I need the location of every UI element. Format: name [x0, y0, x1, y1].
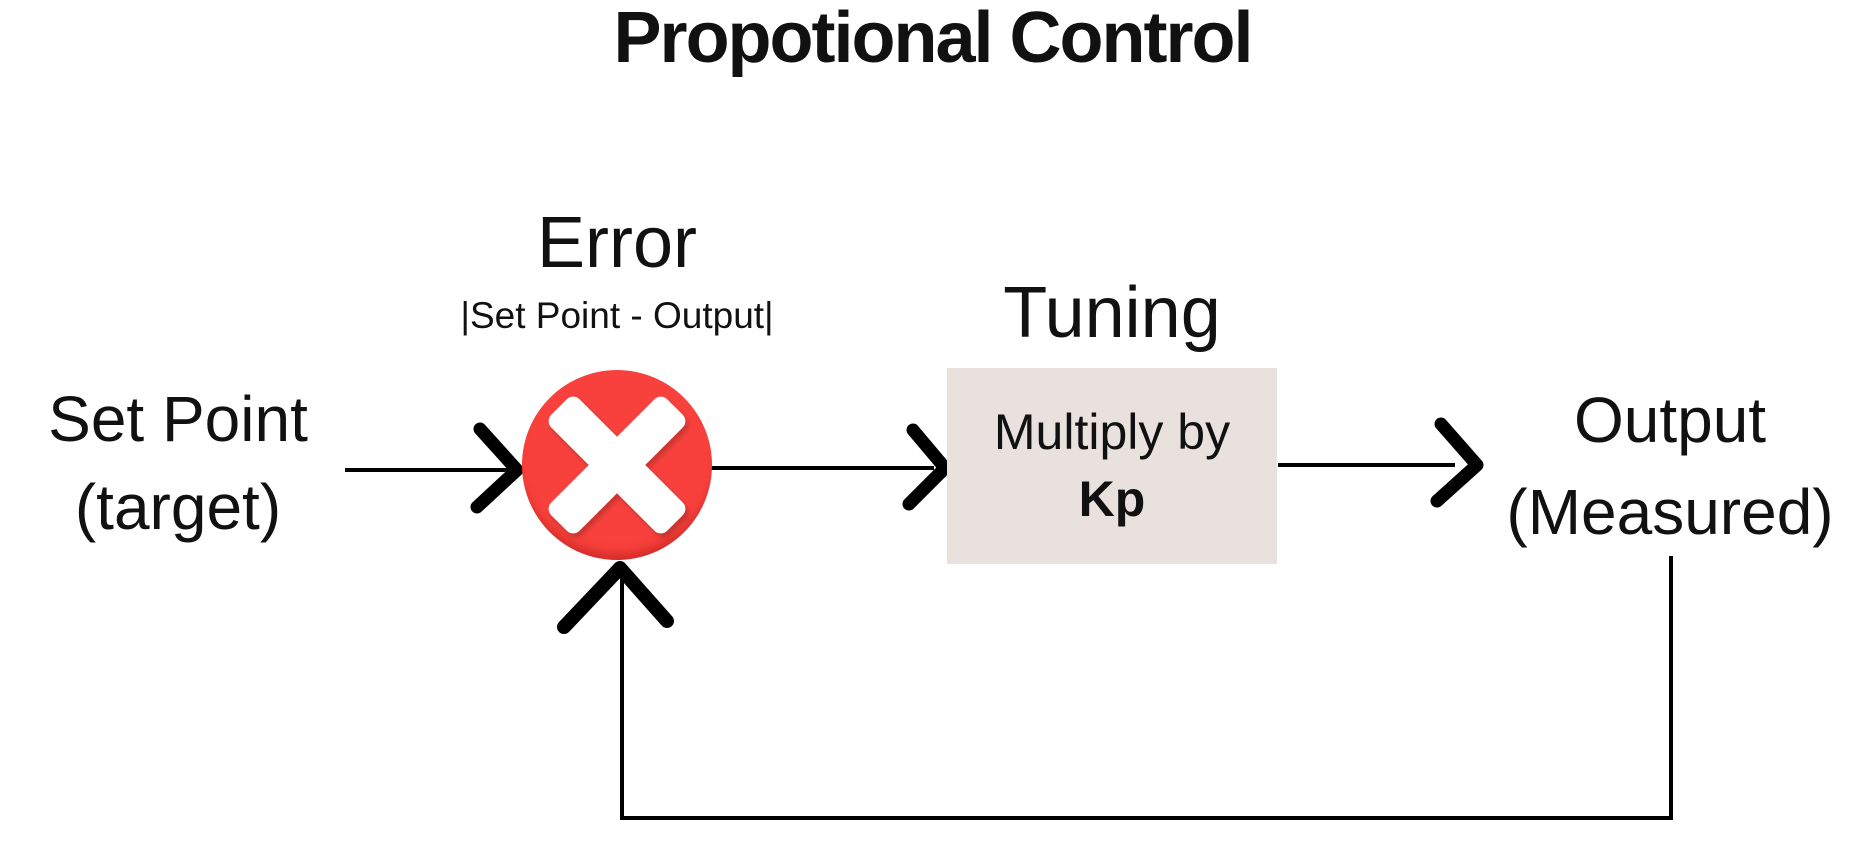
- error-label: Error: [537, 203, 697, 283]
- error-summation-node: [522, 370, 712, 560]
- arrow-error-to-tuning-head: [902, 423, 952, 511]
- set-point-subtitle: (target): [74, 471, 282, 544]
- cross-mark-icon: [522, 370, 712, 560]
- tuning-box-line1: Multiply by: [993, 403, 1231, 460]
- set-point-title: Set Point: [48, 383, 308, 455]
- feedback-arrow-up-head: [557, 561, 674, 634]
- diagram-title: Propotional Control: [613, 0, 1254, 78]
- feedback-loop-line: [620, 556, 1673, 820]
- error-formula: |Set Point - Output|: [460, 295, 774, 336]
- arrow-setpoint-to-error-head: [470, 422, 524, 514]
- tuning-box: Multiply by Kp: [947, 368, 1277, 564]
- output-title: Output: [1573, 384, 1767, 456]
- tuning-label: Tuning: [1003, 273, 1221, 353]
- output-subtitle: (Measured): [1506, 475, 1834, 548]
- output-label: Output (Measured): [1420, 375, 1865, 558]
- tuning-box-kp: Kp: [1078, 471, 1146, 527]
- set-point-label: Set Point (target): [0, 375, 356, 552]
